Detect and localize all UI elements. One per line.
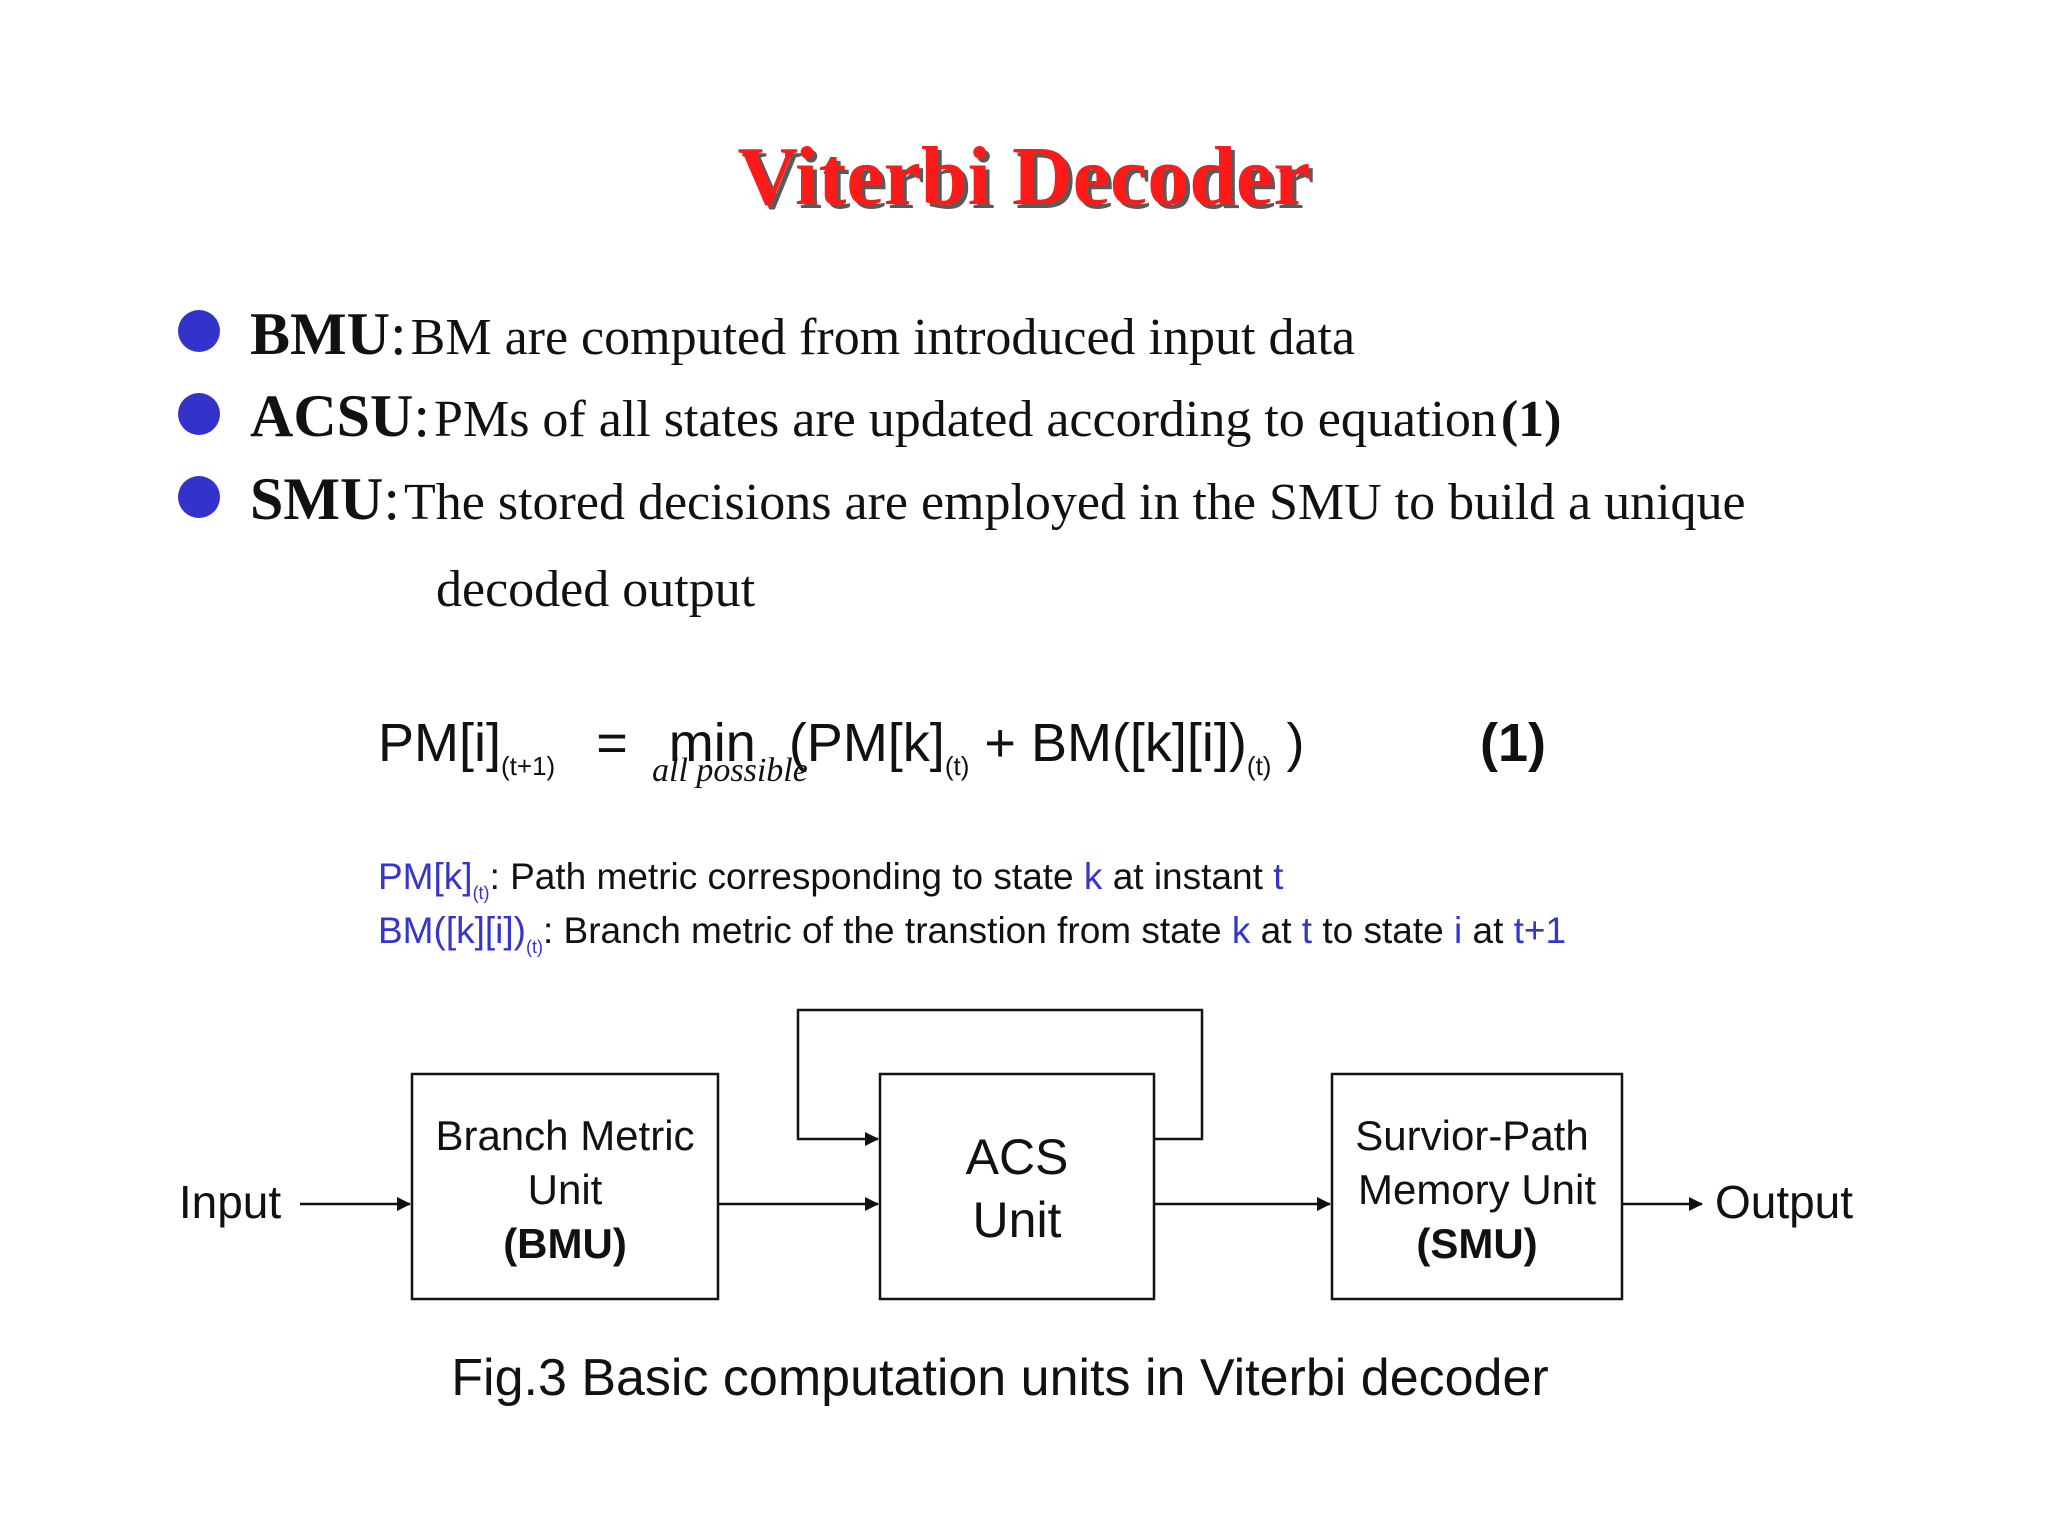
bullet-desc-continuation: decoded output — [436, 561, 756, 618]
bullet-colon: : — [383, 466, 401, 532]
input-label: Input — [179, 1176, 282, 1228]
bmu-label-line2: Unit — [528, 1166, 603, 1213]
def-var: t — [1301, 910, 1313, 951]
eq-open-paren: ( — [788, 713, 807, 773]
def-var: k — [1231, 910, 1251, 951]
eq-under-label: all possible — [652, 752, 808, 789]
acs-label-line2: Unit — [973, 1192, 1062, 1248]
def-symbol: PM[k] — [378, 856, 473, 897]
bullet-colon: : — [413, 383, 431, 449]
eq-lhs: PM[i] — [378, 713, 502, 773]
smu-label-line1: Survior-Path — [1355, 1112, 1588, 1159]
bullet-term: ACSU — [250, 383, 414, 449]
bullet-dot-icon — [178, 310, 220, 352]
eq-term2-sub: (t) — [1246, 751, 1272, 781]
eq-plus: + — [984, 713, 1016, 773]
acs-label-line1: ACS — [966, 1129, 1069, 1185]
eq-term2: BM([k][i]) — [1030, 713, 1247, 773]
def-symbol-sub: (t) — [472, 883, 490, 903]
equation-number: (1) — [1480, 713, 1546, 773]
bullet-term: BMU — [250, 301, 390, 367]
def-var: t+1 — [1513, 910, 1567, 951]
equation: PM[i](t+1) = min (PM[k](t) + BM([k][i])(… — [378, 712, 1304, 782]
def-text: : Path metric corresponding to state — [489, 856, 1084, 897]
bullet-desc: PMs of all states are updated according … — [434, 391, 1497, 448]
bullet-dot-icon — [178, 393, 220, 435]
definition-bm: BM([k][i])(t): Branch metric of the tran… — [378, 910, 1566, 958]
slide-title: Viterbi Decoder — [737, 130, 1311, 223]
def-text: to state — [1312, 910, 1454, 951]
def-var: k — [1083, 856, 1103, 897]
bullet-dot-icon — [178, 476, 220, 518]
def-text: : Branch metric of the transtion from st… — [542, 910, 1232, 951]
acs-feedback-loop — [796, 1008, 1204, 1146]
eq-min: min — [668, 713, 756, 773]
definition-pm: PM[k](t): Path metric corresponding to s… — [378, 856, 1283, 904]
def-var: t — [1273, 856, 1284, 897]
bullet-smu: SMU: The stored decisions are employed i… — [250, 465, 1746, 534]
bullet-colon: : — [389, 301, 407, 367]
eq-term1: PM[k] — [806, 713, 945, 773]
def-text: at — [1462, 910, 1514, 951]
def-text: at instant — [1102, 856, 1274, 897]
eq-close-paren: ) — [1286, 713, 1305, 773]
def-symbol-sub: (t) — [525, 937, 543, 957]
smu-label-line2: Memory Unit — [1358, 1166, 1596, 1213]
bmu-label-line1: Branch Metric — [435, 1112, 694, 1159]
eq-term1-sub: (t) — [944, 751, 970, 781]
bullet-term: SMU — [250, 466, 384, 532]
bmu-label-line3: (BMU) — [503, 1220, 627, 1267]
bullet-desc: BM are computed from introduced input da… — [410, 309, 1356, 366]
bmu-box — [410, 1072, 720, 1301]
output-label: Output — [1715, 1176, 1853, 1228]
def-var: i — [1454, 910, 1463, 951]
figure-caption: Fig.3 Basic computation units in Viterbi… — [451, 1349, 1549, 1407]
def-text: at — [1250, 910, 1302, 951]
eq-equals: = — [596, 713, 628, 773]
bullet-desc: The stored decisions are employed in the… — [404, 474, 1746, 531]
smu-box — [1330, 1072, 1624, 1301]
equation-ref: (1) — [1500, 391, 1562, 448]
smu-label-line3: (SMU) — [1416, 1220, 1537, 1267]
acs-box — [878, 1072, 1156, 1301]
def-symbol: BM([k][i]) — [378, 910, 526, 951]
bullet-bmu: BMU: BM are computed from introduced inp… — [250, 300, 1355, 369]
bullet-acsu: ACSU: PMs of all states are updated acco… — [250, 382, 1561, 451]
eq-lhs-sub: (t+1) — [501, 751, 556, 781]
